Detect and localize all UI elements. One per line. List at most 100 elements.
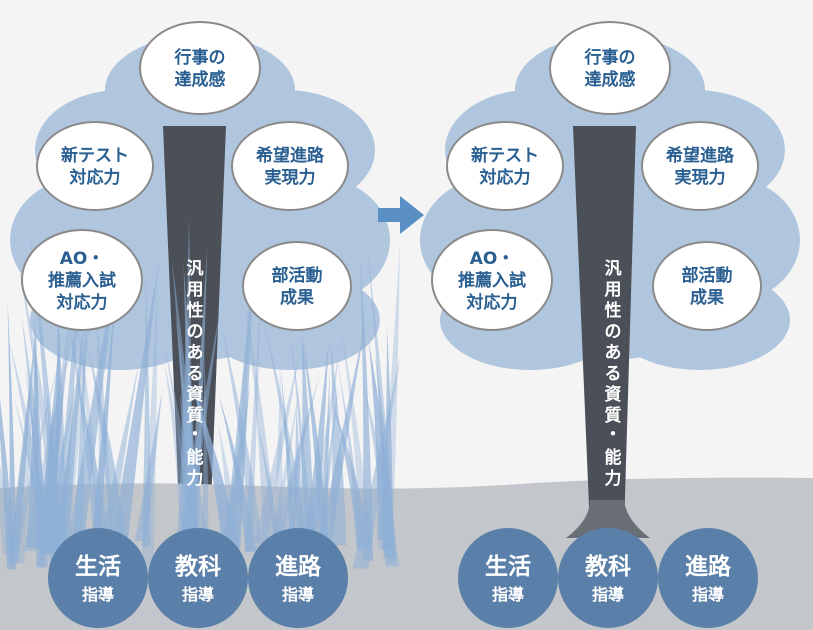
left-bubble-3-line-1: 希望進路 <box>256 145 325 166</box>
right-trunk-char: 汎 <box>605 258 622 279</box>
left-bubble-4-line-2: 推薦入試 <box>48 270 116 291</box>
right-trunk-char: 資 <box>605 385 622 405</box>
weed-blade <box>290 404 302 550</box>
left-bubble-1-line-2: 達成感 <box>175 69 226 90</box>
left-bubble-4-line-1: AO・ <box>60 249 105 269</box>
left-trunk-char: ・ <box>187 425 204 445</box>
weed-blade <box>95 364 139 563</box>
weed-blade <box>171 259 201 548</box>
weed-blade <box>360 255 374 561</box>
left-bubble-3-line-2: 実現力 <box>265 167 316 188</box>
right-foundation-1-main: 生活 <box>485 554 531 580</box>
weed-blade <box>72 315 86 564</box>
left-foundation-2-sub: 指導 <box>182 585 214 604</box>
weed-blade <box>186 405 198 566</box>
weed-blade <box>272 367 283 546</box>
right-bubble-4-line-3: 対応力 <box>466 292 518 313</box>
weed-blade <box>256 418 283 562</box>
weed-blade <box>223 254 255 549</box>
weed-blade <box>266 382 301 567</box>
left-trunk-char: 力 <box>187 468 204 489</box>
right-bubble-2-line-1: 新テスト <box>471 145 539 166</box>
weed-blade <box>13 395 50 551</box>
left-bubble-2-line-2: 対応力 <box>69 167 121 188</box>
right-foundation-2-sub: 指導 <box>592 585 624 604</box>
weed-blade <box>75 376 111 545</box>
weed-blade <box>141 267 151 547</box>
right-bubble-4-line-1: AO・ <box>470 249 515 269</box>
left-trunk-char: 資 <box>187 385 204 405</box>
right-bubble-2-line-2: 対応力 <box>479 167 531 188</box>
left-bubble-4-line-3: 対応力 <box>56 292 108 313</box>
right-trunk-char: ・ <box>605 425 622 445</box>
left-foundation-2-main: 教科 <box>175 553 221 580</box>
weed-blade <box>377 241 400 550</box>
right-trunk-char: の <box>605 322 622 342</box>
right-bubble-1-line-1: 行事の <box>584 47 636 68</box>
left-trunk-char: 質 <box>187 405 204 426</box>
right-bubble-4-line-2: 推薦入試 <box>458 270 526 291</box>
left-foundation-3-sub: 指導 <box>282 585 314 604</box>
right-trunk-char: あ <box>605 343 622 363</box>
right-bubble-5-line-1: 部活動 <box>682 265 733 286</box>
weed-blade <box>163 341 201 554</box>
left-foundation-1-main: 生活 <box>75 554 121 580</box>
right-trunk-char: 用 <box>605 280 622 300</box>
right-bubble-3-line-1: 希望進路 <box>666 145 735 166</box>
right-trunk-char: る <box>605 364 622 384</box>
weed-blade <box>303 340 329 547</box>
left-trunk-char: 汎 <box>187 258 204 279</box>
right-foundation-3-main: 進路 <box>685 553 732 580</box>
right-bubble-5-line-2: 成果 <box>690 287 724 308</box>
left-foundation-3-main: 進路 <box>275 553 322 580</box>
right-foundation-1-sub: 指導 <box>492 585 524 604</box>
right-trunk-char: 力 <box>605 468 622 489</box>
right-trunk-char: 性 <box>605 300 622 321</box>
left-trunk-char: の <box>187 322 204 342</box>
weed-blade <box>201 348 209 542</box>
weed-blade <box>252 354 300 552</box>
weed-blade <box>8 336 35 563</box>
weed-blade <box>302 336 330 551</box>
right-bubble-1-line-2: 達成感 <box>585 69 636 90</box>
weed-blade <box>14 349 63 546</box>
weed-blade <box>54 313 85 550</box>
weed-blade <box>367 247 397 564</box>
left-foundation-1-sub: 指導 <box>82 585 114 604</box>
weed-blade <box>245 307 277 543</box>
weed-blade <box>329 339 347 546</box>
left-bubble-5-line-1: 部活動 <box>272 265 323 286</box>
weed-blade <box>140 274 158 570</box>
right-foundation-2-main: 教科 <box>585 553 631 580</box>
weed-blade <box>186 246 208 556</box>
left-bubble-2-line-1: 新テスト <box>61 145 129 166</box>
left-trunk-char: あ <box>187 343 204 363</box>
right-trunk-roots <box>566 500 650 538</box>
left-trunk <box>163 126 226 530</box>
weed-blade <box>39 409 55 555</box>
right-arrow-icon <box>378 196 424 234</box>
left-trunk-char: 性 <box>187 300 204 321</box>
weed-blade <box>26 313 39 548</box>
weed-blade <box>289 326 313 543</box>
weed-blade <box>7 299 17 551</box>
weed-blade <box>337 363 365 551</box>
